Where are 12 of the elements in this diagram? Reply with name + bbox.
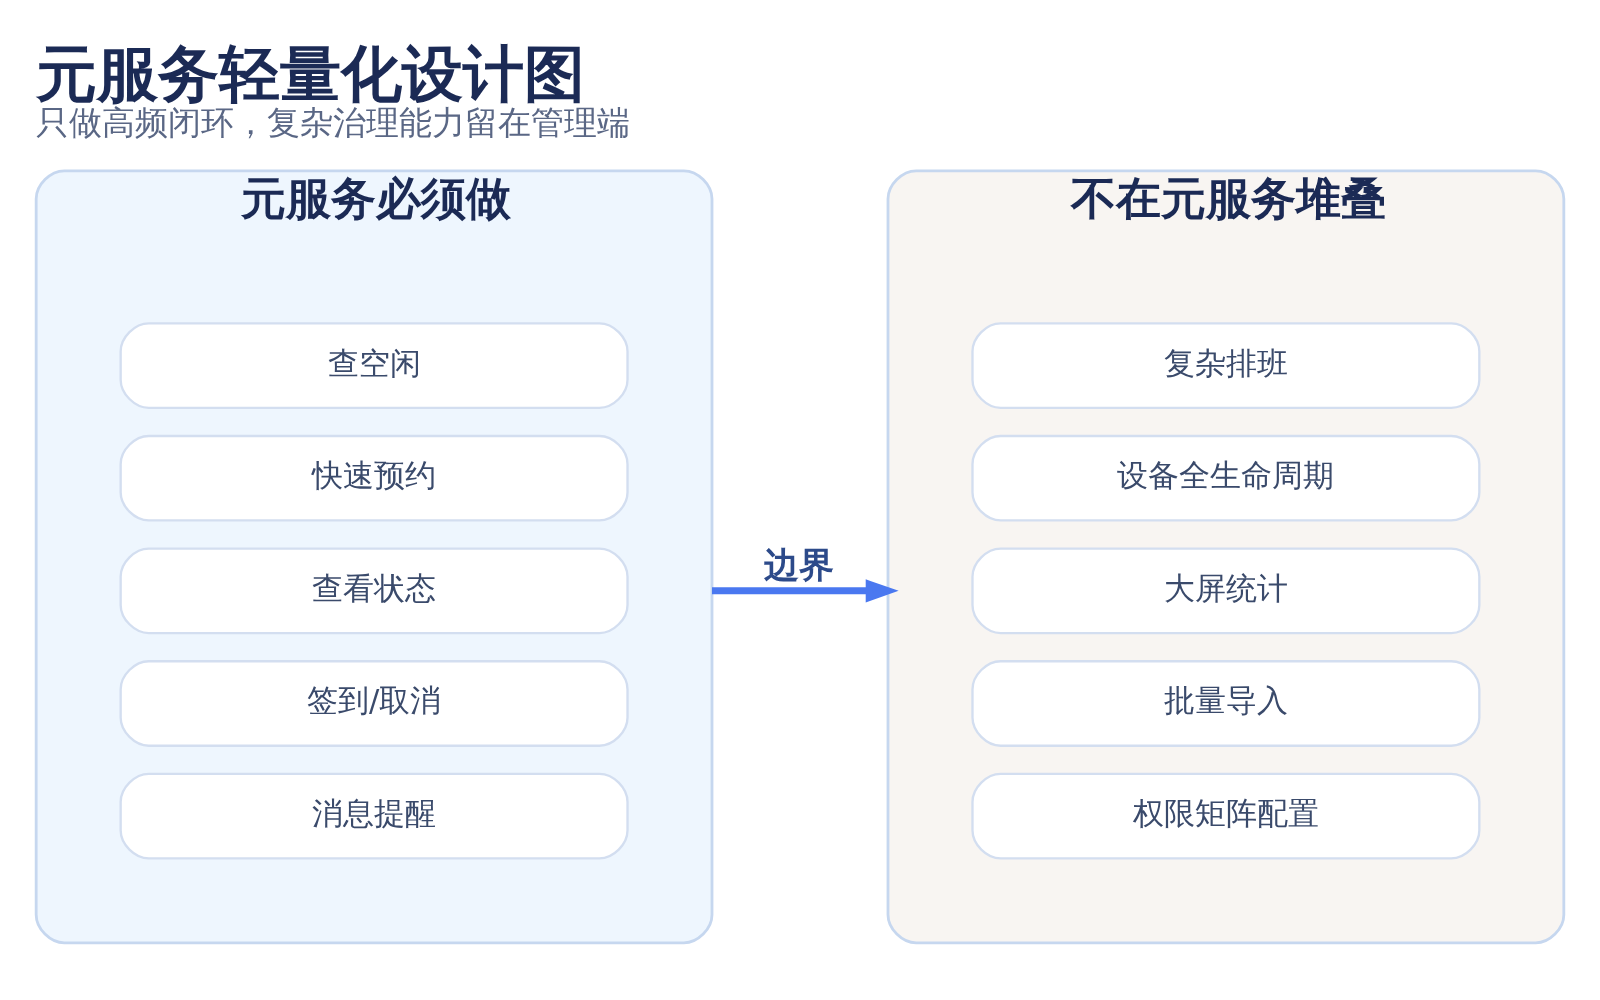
arrow: [712, 578, 899, 602]
node-box: 消息提醒: [119, 772, 629, 860]
node-box: 复杂排班: [971, 321, 1481, 409]
node-box: 快速预约: [119, 434, 629, 522]
node-box: 批量导入: [971, 659, 1481, 747]
node-box: 查看状态: [119, 546, 629, 634]
node-box: 权限矩阵配置: [971, 772, 1481, 860]
node-box: 设备全生命周期: [971, 434, 1481, 522]
node-box: 大屏统计: [971, 546, 1481, 634]
node-box: 签到/取消: [119, 659, 629, 747]
edge-label: 边界: [763, 543, 834, 585]
node-box: 查空闲: [119, 321, 629, 409]
